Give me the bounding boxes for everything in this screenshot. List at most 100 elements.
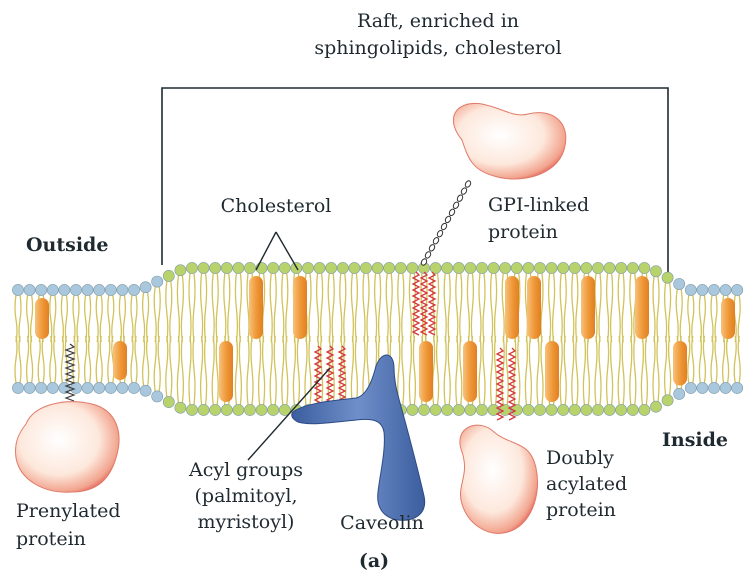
cholesterol-icon — [113, 341, 127, 380]
cholesterol-icon — [527, 276, 541, 339]
gpi-chain-bead — [444, 215, 452, 223]
lipid-headgroup — [407, 404, 418, 415]
gpi-lipid-anchor — [413, 272, 435, 335]
lipid-tail — [738, 336, 740, 383]
gpi-chain-bead — [460, 187, 468, 195]
gpi-acyl-chain — [413, 272, 419, 335]
lipid-tail — [560, 273, 562, 342]
lipid-tail — [181, 336, 183, 403]
lipid-tail — [65, 295, 67, 342]
lipid-tail — [703, 336, 705, 383]
lipid-tail — [100, 336, 102, 383]
lipid-tail — [154, 336, 156, 391]
lipid-headgroup — [268, 404, 279, 415]
cholesterol-icon — [505, 276, 519, 339]
lipid-tail — [564, 336, 566, 405]
lipid-tail — [166, 336, 168, 397]
lipid-tail — [460, 336, 462, 405]
lipid-tail — [158, 336, 160, 391]
lipid-headgroup — [708, 382, 719, 393]
lipid-tail — [483, 336, 485, 405]
lipid-tail — [100, 295, 102, 342]
lipid-headgroup — [268, 262, 279, 273]
lipid-tail — [723, 336, 725, 383]
lipid-tail — [42, 336, 44, 383]
lipid-headgroup — [476, 404, 487, 415]
gpi-label-line1: GPI-linked — [488, 194, 589, 216]
lipid-tail — [108, 295, 110, 342]
lipid-tail — [618, 273, 620, 342]
lipid-tail — [201, 336, 203, 405]
lipid-tail — [309, 273, 311, 342]
lipid-tail — [669, 283, 671, 342]
lipid-tail — [437, 273, 439, 342]
lipid-headgroup — [82, 382, 93, 393]
cholesterol-icon — [545, 341, 559, 402]
lipid-tail — [657, 276, 659, 342]
lipid-headgroup — [94, 382, 105, 393]
lipid-tail — [711, 336, 713, 383]
lipid-headgroup — [453, 262, 464, 273]
raft-title-line1: Raft, enriched in — [357, 10, 519, 32]
lipid-tail — [622, 273, 624, 342]
lipid-headgroup — [117, 382, 128, 393]
lipid-headgroup — [349, 262, 360, 273]
lipid-headgroup — [128, 284, 139, 295]
lipid-tail — [166, 281, 168, 342]
lipid-headgroup — [430, 262, 441, 273]
inside-label: Inside — [662, 429, 728, 451]
lipid-tail — [96, 336, 98, 383]
lipid-headgroup — [697, 284, 708, 295]
lipid-headgroup — [302, 262, 313, 273]
lipid-headgroup — [372, 262, 383, 273]
lipid-headgroup — [314, 262, 325, 273]
lipid-tail — [583, 336, 585, 405]
cholesterol-icon — [463, 341, 477, 402]
outside-label: Outside — [26, 234, 108, 256]
lipid-tail — [665, 336, 667, 395]
outer-headgroups — [12, 262, 742, 295]
lipid-headgroup — [604, 262, 615, 273]
lipid-tail — [599, 273, 601, 342]
lipid-tail — [131, 336, 133, 383]
lipid-tail — [235, 273, 237, 342]
gpi-chain-bead — [424, 251, 432, 259]
lipid-tail — [641, 336, 643, 405]
lipid-tail — [529, 336, 531, 405]
lipid-headgroup — [105, 382, 116, 393]
lipid-tail — [189, 273, 191, 342]
lipid-headgroup — [94, 284, 105, 295]
lipid-headgroup — [163, 396, 174, 407]
lipid-tail — [344, 336, 346, 405]
gpi-chain-bead — [436, 229, 444, 237]
lipid-tail — [680, 289, 682, 342]
lipid-tail — [205, 273, 207, 342]
lipid-headgroup — [569, 262, 580, 273]
lipid-tail — [576, 273, 578, 342]
lipid-tail — [143, 292, 145, 342]
lipid-tail — [409, 336, 411, 405]
lipid-headgroup — [12, 284, 23, 295]
lipid-headgroup — [395, 262, 406, 273]
gpi-chain-bead — [464, 180, 472, 188]
lipid-tail — [448, 336, 450, 405]
lipid-headgroup — [662, 395, 673, 406]
lipid-tail — [711, 295, 713, 342]
prenylated-label-line2: protein — [16, 528, 86, 550]
lipid-headgroup — [59, 382, 70, 393]
lipid-headgroup — [360, 262, 371, 273]
lipid-tail — [390, 273, 392, 342]
lipid-headgroup — [639, 404, 650, 415]
lipid-tail — [73, 295, 75, 342]
lipid-headgroup — [558, 262, 569, 273]
lipid-tail — [177, 275, 179, 342]
lipid-headgroup — [244, 262, 255, 273]
lipid-tail — [239, 336, 241, 405]
lipid-tail — [228, 273, 230, 342]
lipid-tail — [170, 281, 172, 342]
lipid-headgroup — [732, 284, 743, 295]
lipid-tail — [143, 336, 145, 386]
lipid-tail — [96, 295, 98, 342]
lipid-headgroup — [140, 282, 151, 293]
lipid-tail — [595, 336, 597, 405]
